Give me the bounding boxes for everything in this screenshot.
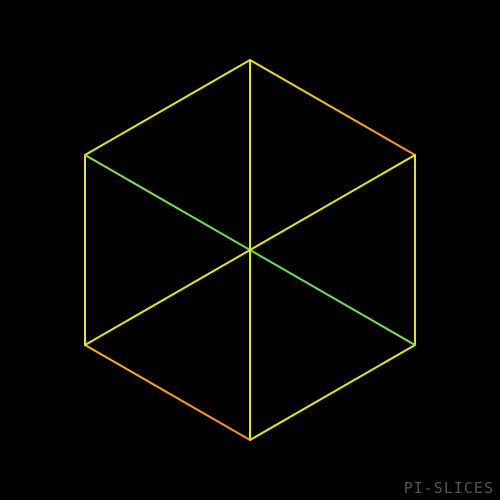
edge-top-left (84, 59, 251, 156)
edge-bottom-left (84, 344, 251, 441)
edge-top-right (249, 59, 416, 156)
edge-bottom-right (249, 344, 416, 441)
diagonal-yellow (84, 154, 416, 346)
watermark: PI-SLICES (403, 479, 494, 497)
